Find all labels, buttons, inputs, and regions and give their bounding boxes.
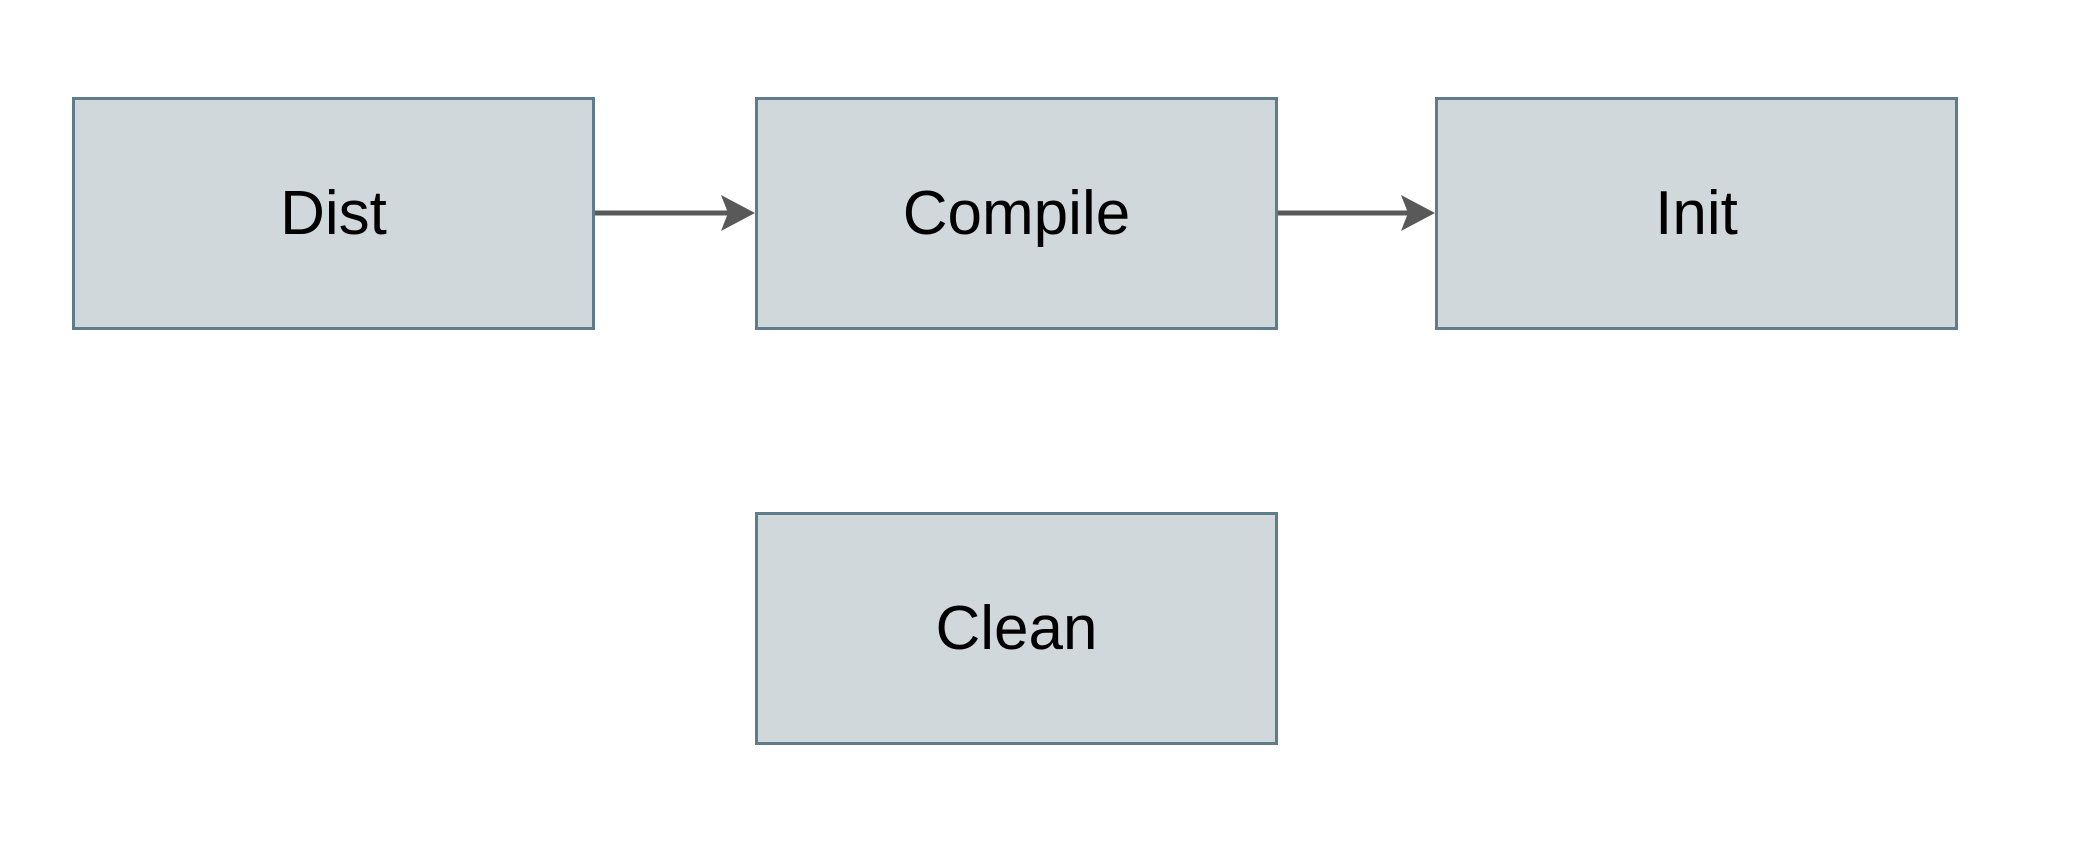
node-dist-label: Dist bbox=[280, 178, 387, 248]
node-init-label: Init bbox=[1655, 178, 1738, 248]
node-init[interactable]: Init bbox=[1435, 97, 1958, 330]
node-clean[interactable]: Clean bbox=[755, 512, 1278, 745]
node-dist[interactable]: Dist bbox=[72, 97, 595, 330]
arrowhead-icon bbox=[721, 195, 755, 231]
node-compile[interactable]: Compile bbox=[755, 97, 1278, 330]
edge-dist-to-compile[interactable] bbox=[595, 188, 755, 238]
arrowhead-icon bbox=[1401, 195, 1435, 231]
edge-compile-to-init[interactable] bbox=[1277, 188, 1435, 238]
node-clean-label: Clean bbox=[935, 593, 1098, 663]
node-compile-label: Compile bbox=[902, 178, 1131, 248]
